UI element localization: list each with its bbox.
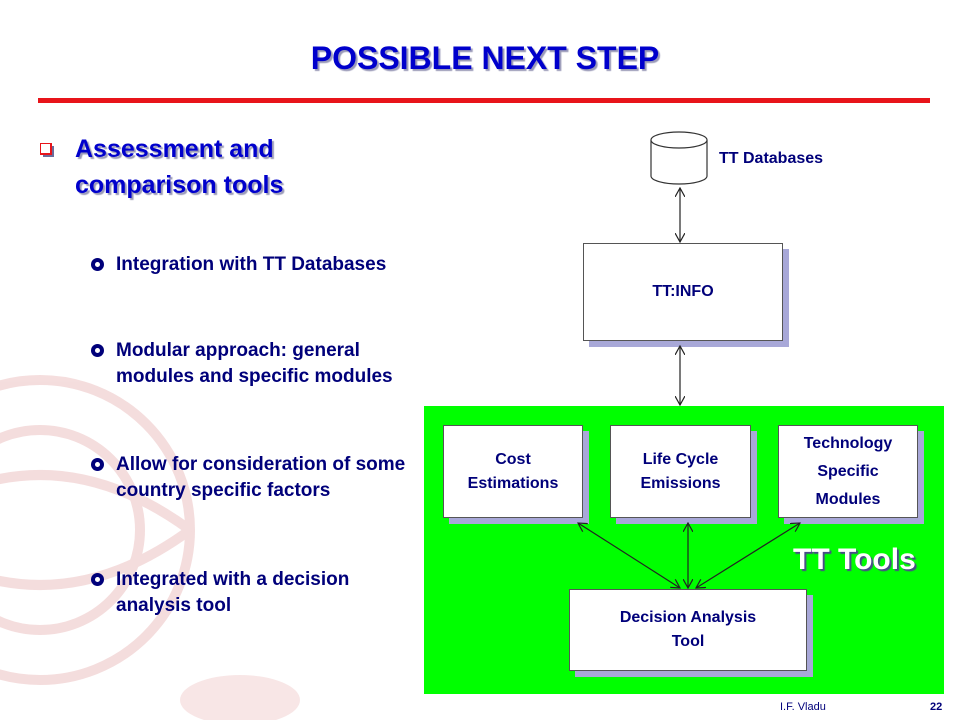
sub-bullet-text: Allow for consideration of some country … xyxy=(116,454,406,501)
module-label: Technology Specific Modules xyxy=(778,425,918,518)
module-box-cost: Cost Estimations xyxy=(443,425,589,524)
bullet-marker-icon xyxy=(91,258,104,271)
bullet-marker-icon xyxy=(91,573,104,586)
module-box-lifecycle: Life Cycle Emissions xyxy=(610,425,757,524)
slide-title: POSSIBLE NEXT STEP xyxy=(310,40,660,76)
module-label: Life Cycle Emissions xyxy=(610,425,751,518)
tt-info-box: TT:INFO xyxy=(583,243,789,347)
checkbox-bullet-icon xyxy=(40,143,54,157)
sub-bullet-text: Modular approach: general modules and sp… xyxy=(116,340,393,387)
sub-bullet-text: Integration with TT Databases xyxy=(116,254,387,275)
decision-analysis-box: Decision Analysis Tool xyxy=(569,589,813,677)
bullet-marker-icon xyxy=(91,458,104,471)
tt-info-label: TT:INFO xyxy=(583,243,783,341)
page-number: 22 xyxy=(930,701,943,713)
module-label: Cost Estimations xyxy=(443,425,583,518)
database-label: TT Databases xyxy=(719,150,824,167)
watermark-emblem-icon xyxy=(0,375,300,720)
sub-bullet-text: Integrated with a decision analysis tool xyxy=(116,569,350,616)
footer-author: I.F. Vladu xyxy=(780,701,826,713)
bullet-marker-icon xyxy=(91,344,104,357)
title-divider xyxy=(38,98,930,103)
tt-tools-label: TT Tools xyxy=(793,543,916,576)
decision-analysis-label: Decision Analysis Tool xyxy=(569,589,807,671)
main-bullet-text: Assessment and comparison tools xyxy=(75,135,284,199)
module-box-technology: Technology Specific Modules xyxy=(778,425,924,524)
